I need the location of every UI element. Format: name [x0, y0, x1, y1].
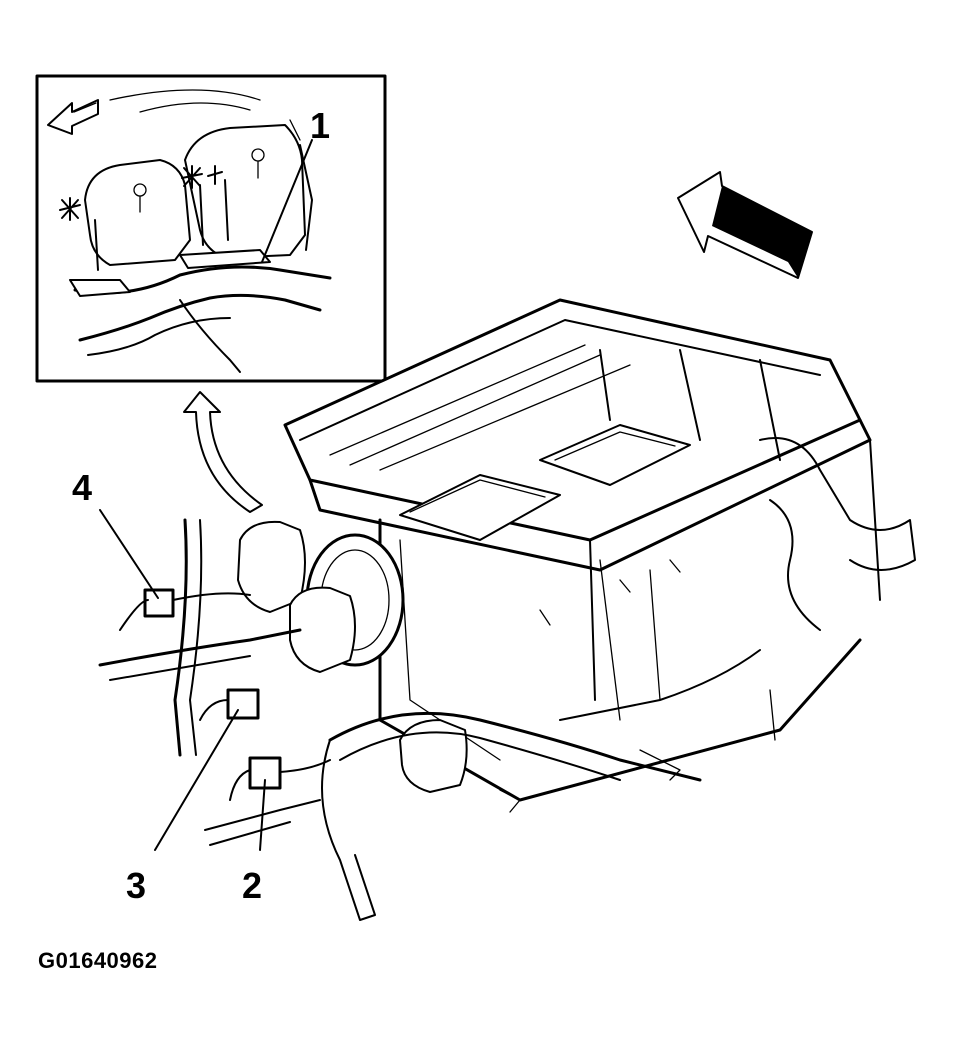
hvac-module-assembly	[98, 298, 916, 921]
callout-2-leader	[259, 779, 266, 851]
front-direction-arrow-icon	[677, 171, 813, 279]
inset-detail-view	[35, 74, 387, 383]
component-3-connector	[226, 688, 260, 720]
callout-1-leader	[261, 139, 313, 263]
callout-2: 2	[242, 865, 262, 906]
callout-3: 3	[126, 865, 146, 906]
callout-4-leader	[99, 509, 159, 599]
figure-id: G01640962	[38, 948, 158, 973]
detail-view-curved-arrow-icon	[183, 391, 263, 513]
inset-front-arrow-icon	[47, 99, 99, 135]
component-4-connector	[143, 588, 175, 618]
callout-1: 1	[310, 105, 330, 146]
callout-4: 4	[72, 467, 92, 508]
callout-3-leader	[154, 709, 239, 851]
